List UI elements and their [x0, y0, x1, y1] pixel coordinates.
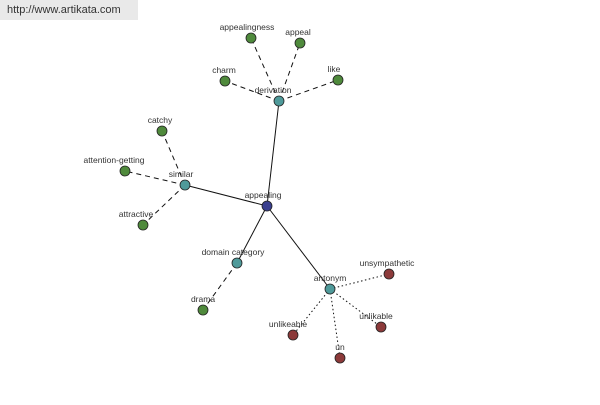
edge-derivation-charm — [224, 80, 280, 102]
label-relation-derivation[interactable]: derivation — [255, 85, 292, 95]
edge-similar — [184, 184, 268, 207]
label-center[interactable]: appealing — [245, 190, 282, 200]
edge-derivation-like — [278, 79, 339, 102]
label-word-like[interactable]: like — [328, 64, 341, 74]
edges-layer — [124, 37, 390, 359]
source-url-badge[interactable]: http://www.artikata.com — [0, 0, 138, 20]
node-word-appealingness[interactable] — [245, 32, 257, 44]
node-relation-derivation[interactable] — [273, 95, 285, 107]
label-word-attractive[interactable]: attractive — [119, 209, 154, 219]
label-word-attention-getting[interactable]: attention-getting — [84, 155, 145, 165]
edge-antonym-unlikable — [329, 288, 382, 328]
edge-similar-attention-getting — [124, 170, 186, 186]
label-relation-similar[interactable]: similar — [169, 169, 194, 179]
label-word-catchy[interactable]: catchy — [148, 115, 173, 125]
node-word-unlikable[interactable] — [375, 321, 387, 333]
label-word-appeal[interactable]: appeal — [285, 27, 311, 37]
node-word-drama[interactable] — [197, 304, 209, 316]
edge-derivation-appealingness — [250, 37, 280, 102]
node-relation-antonym[interactable] — [324, 283, 336, 295]
node-word-like[interactable] — [332, 74, 344, 86]
edge-similar-catchy — [161, 130, 186, 186]
edge-derivation-appeal — [278, 42, 301, 102]
edge-antonym — [266, 205, 331, 290]
labels-layer: appealing derivation appealingness appeal ch… — [84, 22, 416, 352]
label-word-unlikeable[interactable]: unlikeable — [269, 319, 308, 329]
label-word-unsympathetic[interactable]: unsympathetic — [360, 258, 416, 268]
label-word-appealingness[interactable]: appealingness — [220, 22, 275, 32]
label-word-drama[interactable]: drama — [191, 294, 215, 304]
edge-domain-category — [236, 205, 268, 264]
label-word-charm[interactable]: charm — [212, 65, 236, 75]
edge-antonym-unlikeable — [292, 288, 331, 336]
node-word-attractive[interactable] — [137, 219, 149, 231]
node-word-appeal[interactable] — [294, 37, 306, 49]
label-relation-domain-category[interactable]: domain category — [202, 247, 266, 257]
nodes-layer — [119, 32, 395, 364]
node-word-catchy[interactable] — [156, 125, 168, 137]
label-word-unlikable[interactable]: unlikable — [359, 311, 393, 321]
label-word-un[interactable]: un — [335, 342, 345, 352]
edge-domain-category-drama — [202, 262, 238, 311]
edge-similar-attractive — [142, 184, 186, 226]
node-center[interactable] — [261, 200, 273, 212]
node-relation-similar[interactable] — [179, 179, 191, 191]
label-relation-antonym[interactable]: antonym — [314, 273, 347, 283]
node-word-unlikeable[interactable] — [287, 329, 299, 341]
edge-derivation — [266, 100, 280, 207]
node-relation-domain-category[interactable] — [231, 257, 243, 269]
node-word-unsympathetic[interactable] — [383, 268, 395, 280]
node-word-un[interactable] — [334, 352, 346, 364]
node-word-charm[interactable] — [219, 75, 231, 87]
node-word-attention-getting[interactable] — [119, 165, 131, 177]
